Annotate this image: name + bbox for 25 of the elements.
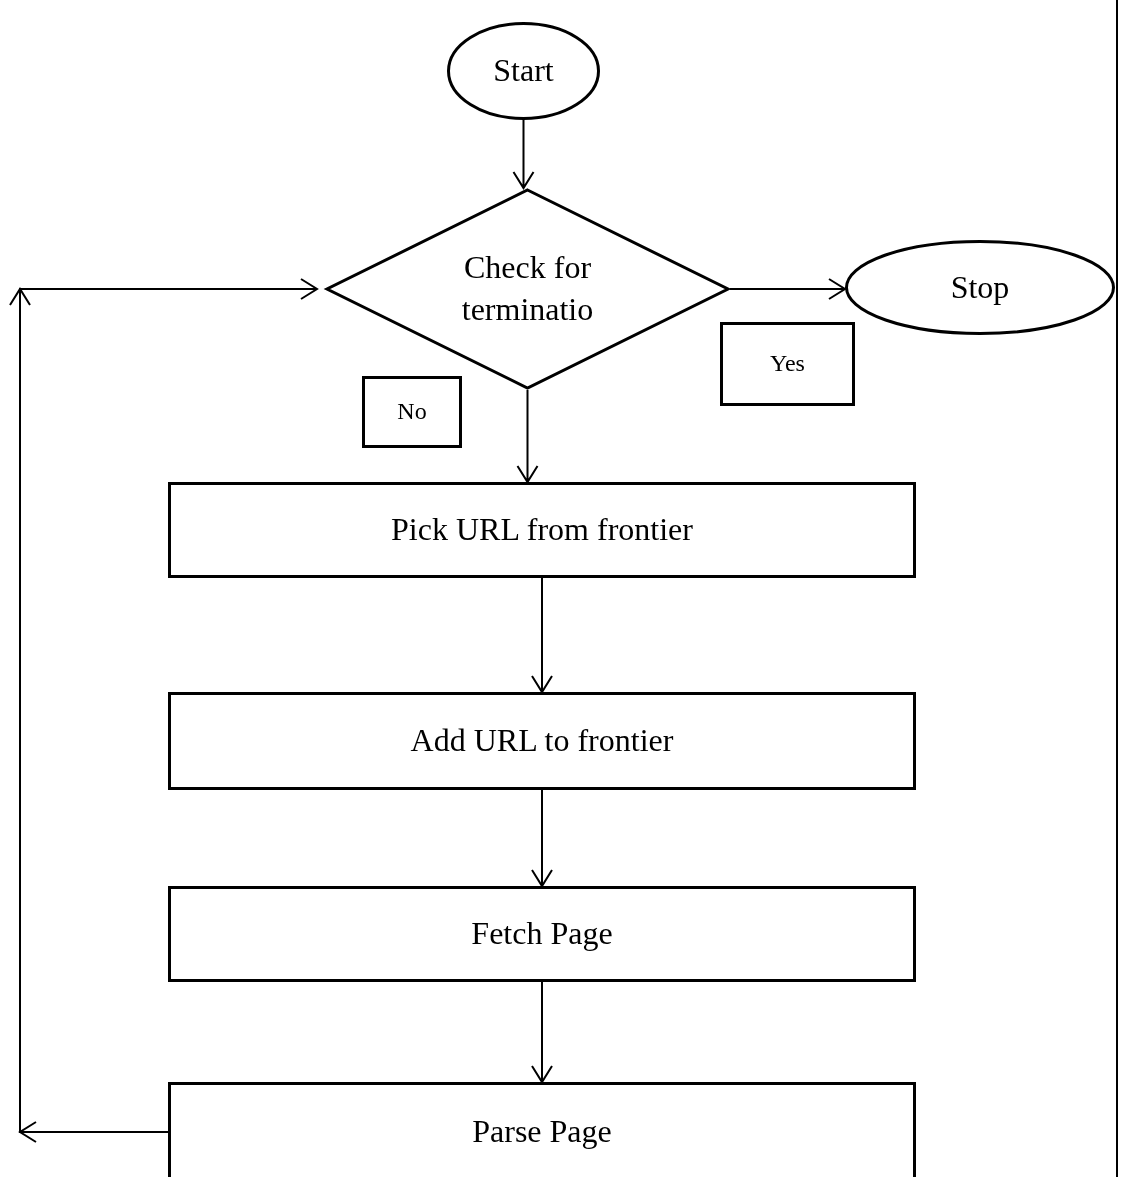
arrow xyxy=(512,119,535,190)
process-box xyxy=(168,692,916,790)
decision-diamond xyxy=(325,188,730,390)
node-text: No xyxy=(397,397,427,427)
node-text: Parse Page xyxy=(472,1112,612,1152)
node-text: Add URL to frontier xyxy=(410,721,674,761)
node-text: Start xyxy=(493,51,554,91)
arrow xyxy=(531,789,553,888)
terminal-ellipse xyxy=(845,240,1115,335)
arrow xyxy=(531,577,553,694)
node-text: Stop xyxy=(950,267,1010,307)
node-text: Pick URL from frontier xyxy=(391,510,693,550)
node-text: Yes xyxy=(770,349,805,379)
process-box xyxy=(168,886,916,982)
arrow xyxy=(9,278,319,1143)
process-box xyxy=(168,482,916,578)
label-box xyxy=(362,376,462,448)
terminal-ellipse xyxy=(447,22,600,120)
process-box xyxy=(168,1082,916,1177)
label-box xyxy=(720,322,855,406)
node-text: Fetch Page xyxy=(471,914,613,954)
arrow xyxy=(516,389,539,484)
arrow xyxy=(531,981,553,1084)
arrow xyxy=(729,278,847,300)
node-text: Check for terminatio xyxy=(460,248,595,329)
